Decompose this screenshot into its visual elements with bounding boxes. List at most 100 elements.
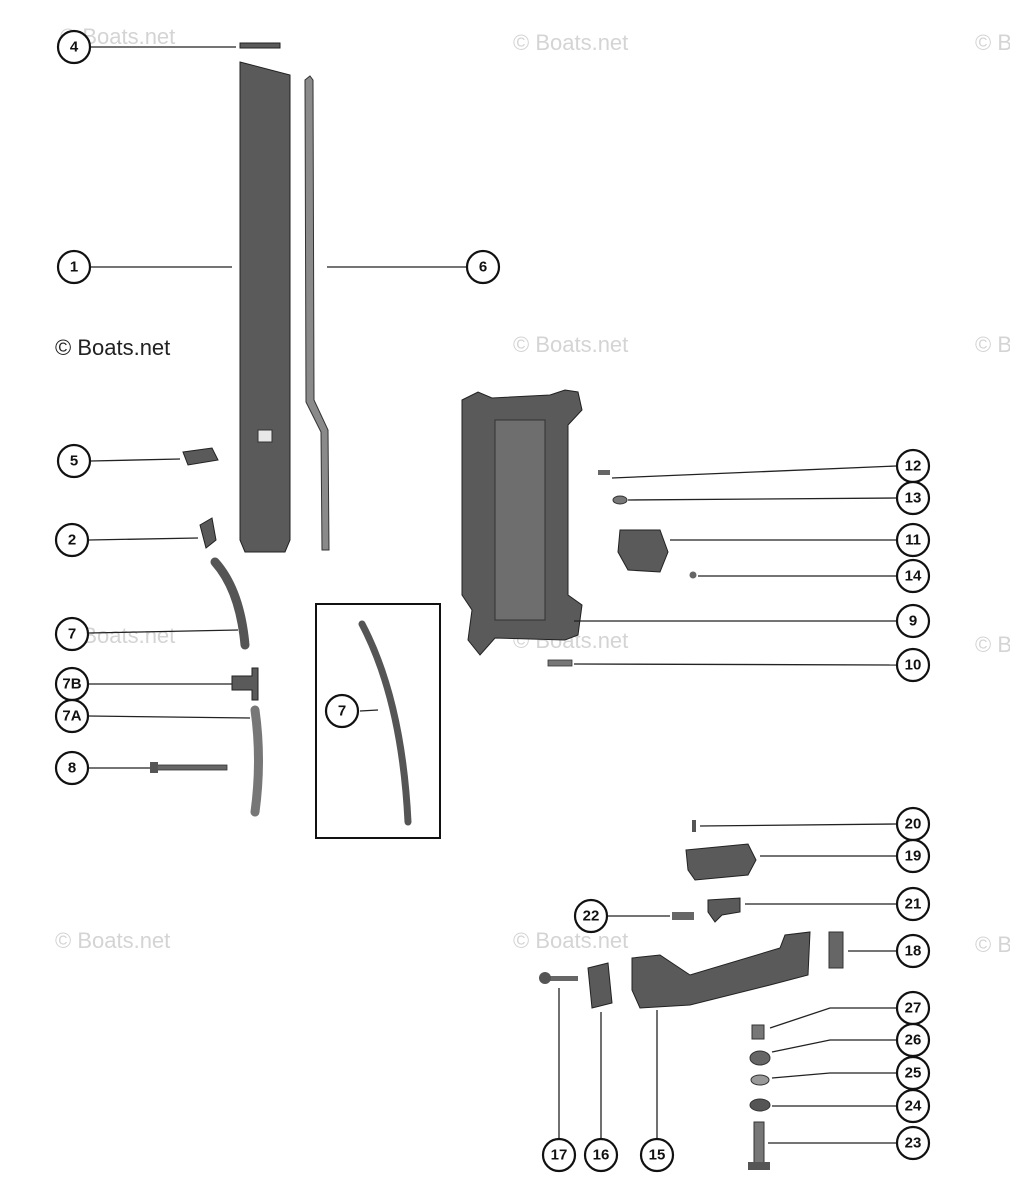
part-5-clip (182, 447, 219, 466)
svg-text:10: 10 (905, 657, 922, 674)
callout-22: 22 (573, 898, 609, 934)
callout-16: 16 (583, 1137, 619, 1173)
svg-text:21: 21 (905, 896, 922, 913)
callout-27: 27 (895, 990, 931, 1026)
part-27-bushing (751, 1024, 765, 1040)
callout-24: 24 (895, 1088, 931, 1124)
svg-text:1: 1 (70, 259, 78, 276)
callout-2: 2 (54, 522, 90, 558)
callout-21: 21 (895, 886, 931, 922)
callout-12: 12 (895, 448, 931, 484)
part-4-cap-strip (239, 42, 281, 49)
part-23-bolt-head (748, 1162, 770, 1170)
svg-text:9: 9 (909, 613, 917, 630)
part-6-rod (304, 75, 330, 551)
callout-4: 4 (56, 29, 92, 65)
callout-23: 23 (895, 1125, 931, 1161)
part-16-block (587, 962, 613, 1009)
watermark-partial: © B (975, 332, 1010, 357)
callout-25: 25 (895, 1055, 931, 1091)
svg-text:12: 12 (905, 458, 922, 475)
part-24-washer (749, 1098, 771, 1112)
svg-text:15: 15 (649, 1147, 666, 1164)
part-20-pin (692, 820, 696, 832)
callout-17: 17 (541, 1137, 577, 1173)
part-13-washer (612, 495, 628, 505)
callout-1: 1 (56, 249, 92, 285)
inset-box (315, 603, 441, 839)
callout-26: 26 (895, 1022, 931, 1058)
part-7a-hose (250, 705, 263, 817)
watermark: © Boats.net (513, 332, 628, 357)
svg-text:20: 20 (905, 816, 922, 833)
callout-10: 10 (895, 647, 931, 683)
callout-7b: 7B (54, 666, 90, 702)
callout-7: 7 (54, 616, 90, 652)
callout-8: 8 (54, 750, 90, 786)
svg-text:8: 8 (68, 760, 76, 777)
inset-part-7-hose (358, 620, 412, 826)
part-9-plate-rib (494, 419, 546, 621)
part-7-hose (210, 557, 250, 650)
svg-text:24: 24 (905, 1098, 922, 1115)
part-2-bracket (199, 517, 217, 549)
watermark: © Boats.net (513, 928, 628, 953)
svg-text:7B: 7B (62, 676, 81, 693)
part-25-washer (750, 1074, 770, 1086)
callout-20: 20 (895, 806, 931, 842)
svg-text:4: 4 (70, 39, 79, 56)
part-11-latch (617, 529, 669, 573)
part-22-spring (672, 912, 694, 920)
svg-text:2: 2 (68, 532, 76, 549)
watermark-partial: © B (975, 632, 1010, 657)
part-26-grommet (749, 1050, 771, 1066)
svg-text:13: 13 (905, 490, 922, 507)
part-17-screw-head (539, 972, 551, 984)
part-19-block (685, 843, 757, 881)
callout-11: 11 (895, 522, 931, 558)
part-1-channel (239, 61, 291, 553)
part-10-bolt (547, 659, 573, 667)
part-15-arm (631, 931, 811, 1009)
callout-15: 15 (639, 1137, 675, 1173)
svg-text:11: 11 (905, 532, 921, 549)
svg-text:7: 7 (338, 703, 346, 720)
part-8-screw-head (150, 762, 158, 773)
callout-7a: 7A (54, 698, 90, 734)
svg-text:27: 27 (905, 1000, 922, 1017)
watermark: © Boats.net (55, 335, 170, 360)
svg-text:26: 26 (905, 1032, 922, 1049)
part-12-pin (598, 470, 610, 475)
part-7b-tee (231, 667, 259, 701)
part-17-screw (548, 976, 578, 981)
svg-text:7: 7 (68, 626, 76, 643)
watermark: © Boats.net (55, 928, 170, 953)
svg-text:5: 5 (70, 453, 78, 470)
part-14-nut (689, 571, 697, 579)
callout-5: 5 (56, 443, 92, 479)
svg-text:7A: 7A (62, 708, 81, 725)
svg-text:25: 25 (905, 1065, 922, 1082)
callout-6: 6 (465, 249, 501, 285)
callout-13: 13 (895, 480, 931, 516)
callout-9: 9 (895, 603, 931, 639)
svg-text:19: 19 (905, 848, 922, 865)
callout-18: 18 (895, 933, 931, 969)
svg-text:22: 22 (583, 908, 600, 925)
callout-7-inset: 7 (324, 693, 360, 729)
svg-text:17: 17 (551, 1147, 568, 1164)
part-8-screw (154, 764, 228, 771)
svg-text:6: 6 (479, 259, 487, 276)
callout-19: 19 (895, 838, 931, 874)
part-23-bolt (753, 1121, 765, 1169)
svg-text:18: 18 (905, 943, 922, 960)
part-21-bracket (707, 897, 741, 923)
svg-text:23: 23 (905, 1135, 922, 1152)
watermark: © Boats.net (513, 30, 628, 55)
svg-text:16: 16 (593, 1147, 610, 1164)
part-1-window (257, 429, 273, 443)
part-18-bar (828, 931, 844, 969)
callout-14: 14 (895, 558, 931, 594)
svg-text:14: 14 (905, 568, 922, 585)
